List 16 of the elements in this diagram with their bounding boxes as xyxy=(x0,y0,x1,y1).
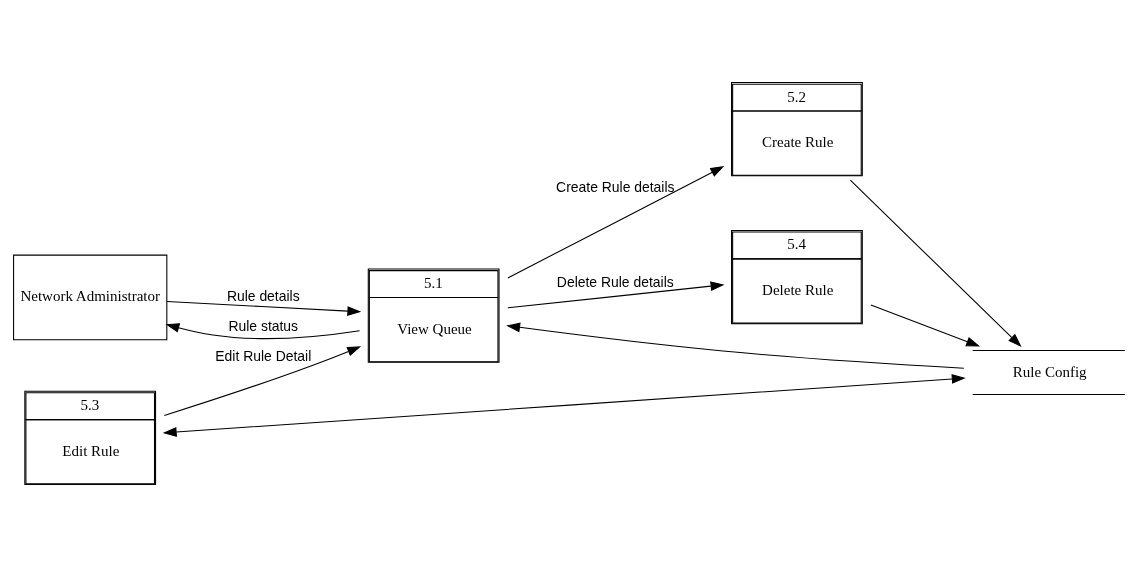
arrow xyxy=(507,165,725,278)
arrow xyxy=(870,303,981,347)
arrow xyxy=(506,322,965,369)
edge-label: Create Rule details xyxy=(556,178,675,195)
arrow xyxy=(165,322,361,339)
node-text: Rule Config xyxy=(1012,363,1087,380)
edge-label: Rule status xyxy=(228,317,299,334)
arrow xyxy=(162,373,966,437)
arrow xyxy=(163,345,362,416)
arrow xyxy=(507,280,725,308)
edge-label: Rule details xyxy=(226,287,300,304)
edge-label: Delete Rule details xyxy=(556,273,674,290)
arrow xyxy=(849,179,1022,347)
node-box: Network Administrator xyxy=(13,254,168,340)
arrow xyxy=(166,300,362,316)
edge-label: Edit Rule Detail xyxy=(215,347,312,364)
